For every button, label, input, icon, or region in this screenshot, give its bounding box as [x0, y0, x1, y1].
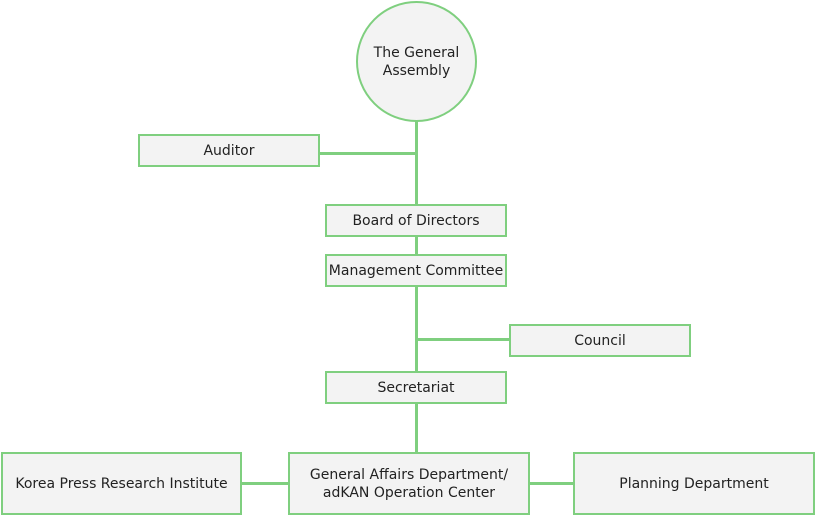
planning-department-label: Planning Department: [619, 475, 769, 492]
general-assembly-label-line1: The General: [373, 44, 460, 61]
auditor-label: Auditor: [203, 142, 255, 159]
general-affairs-label-line2: adKAN Operation Center: [322, 484, 496, 501]
secretariat-node: Secretariat: [325, 371, 507, 404]
board-of-directors-node: Board of Directors: [325, 204, 507, 237]
auditor-node: Auditor: [138, 134, 320, 167]
secretariat-label: Secretariat: [377, 379, 455, 396]
general-assembly-node: The General Assembly: [356, 1, 477, 122]
general-affairs-node: General Affairs Department/ adKAN Operat…: [288, 452, 530, 515]
korea-press-research-institute-node: Korea Press Research Institute: [1, 452, 242, 515]
planning-department-node: Planning Department: [573, 452, 815, 515]
connector-board-to-management: [415, 236, 418, 256]
council-node: Council: [509, 324, 691, 357]
general-assembly-label-line2: Assembly: [382, 62, 451, 79]
connector-auditor: [318, 152, 417, 155]
management-committee-label: Management Committee: [328, 262, 504, 279]
connector-research-institute: [240, 482, 290, 485]
connector-planning: [528, 482, 574, 485]
management-committee-node: Management Committee: [325, 254, 507, 287]
council-label: Council: [574, 332, 626, 349]
connector-secretariat-to-general-affairs: [415, 402, 418, 453]
general-affairs-label-line1: General Affairs Department/: [309, 466, 509, 483]
korea-press-research-institute-label: Korea Press Research Institute: [15, 475, 228, 492]
connector-council: [415, 338, 511, 341]
board-of-directors-label: Board of Directors: [352, 212, 480, 229]
connector-management-to-secretariat: [415, 286, 418, 372]
connector-assembly-to-board: [415, 118, 418, 206]
